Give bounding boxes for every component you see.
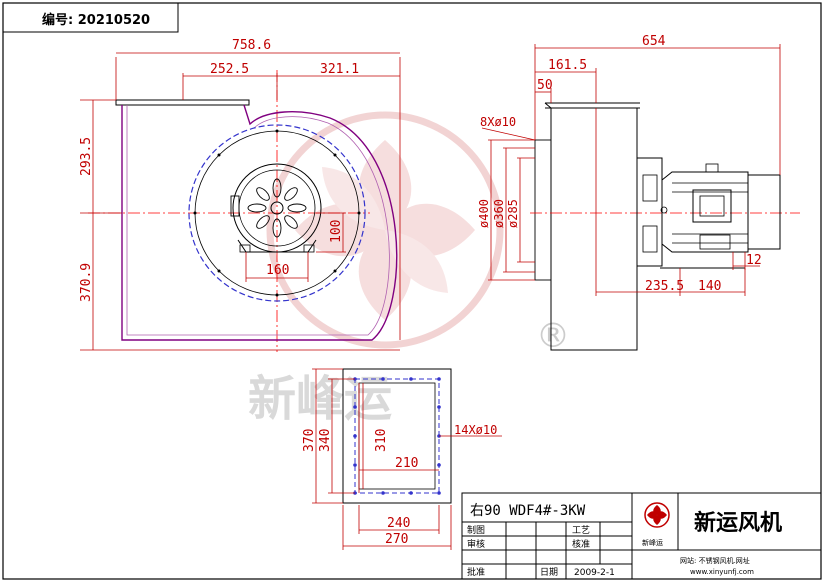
dim-side-flange: 161.5: [548, 58, 587, 73]
dim-outlet-holes: 14Xø10: [454, 423, 497, 437]
dim-inlet-left: 252.5: [210, 62, 249, 77]
watermark-text: 新峰运: [248, 371, 392, 427]
company-name: 新运风机: [694, 510, 782, 536]
registered-mark: ®: [536, 316, 570, 356]
dim-outlet-340: 340: [318, 429, 333, 452]
approved-by-label: 批准: [467, 566, 485, 578]
outlet-dimensions: [312, 368, 502, 550]
checked-by-label: 审核: [467, 538, 485, 550]
drawing-number: 编号: 20210520: [42, 12, 150, 28]
dim-dia-285: ø285: [506, 199, 520, 228]
dim-motor-base: 140: [698, 279, 721, 294]
model-name: 右90 WDF4#-3KW: [470, 503, 586, 519]
title-block: [461, 492, 822, 580]
dim-outlet-270: 270: [385, 532, 408, 547]
dim-dia-400: ø400: [477, 199, 491, 228]
dim-height-upper: 293.5: [79, 137, 94, 176]
dim-outlet-240: 240: [387, 516, 410, 531]
verify-label: 核准: [572, 538, 590, 550]
dim-overall-width: 758.6: [232, 38, 271, 53]
dim-dia-360: ø360: [492, 199, 506, 228]
made-by-label: 制图: [467, 524, 485, 536]
dim-outlet-370: 370: [302, 429, 317, 452]
logo-text: 新峰运: [642, 538, 663, 547]
craft-label: 工艺: [572, 525, 590, 536]
dim-base-width: 160: [266, 263, 289, 278]
dim-outlet-210: 210: [395, 456, 418, 471]
dim-side-total: 654: [642, 34, 666, 49]
side-dimensions: [481, 44, 781, 296]
dim-side-thickness: 50: [537, 78, 553, 93]
dim-height-lower: 370.9: [79, 263, 94, 302]
date-value: 2009-2-1: [574, 568, 615, 578]
dim-base-height: 100: [329, 220, 344, 243]
dim-motor-foot: 12: [746, 253, 762, 268]
dim-outlet-310: 310: [374, 429, 389, 452]
watermark-logo: [266, 111, 504, 349]
front-view: [88, 70, 398, 352]
date-label: 日期: [540, 567, 558, 578]
side-view: [530, 102, 800, 351]
company-logo-icon: [644, 502, 670, 528]
dim-inlet-right: 321.1: [320, 62, 359, 77]
dim-bolt-holes: 8Xø10: [480, 115, 516, 129]
header-box: [3, 3, 179, 33]
dim-motor-offset: 235.5: [645, 279, 684, 294]
front-dimensions: [80, 52, 401, 351]
site-label: 网站: 不锈钢风机.网址: [680, 556, 750, 565]
company-url: www.xinyunfj.com: [690, 568, 754, 576]
